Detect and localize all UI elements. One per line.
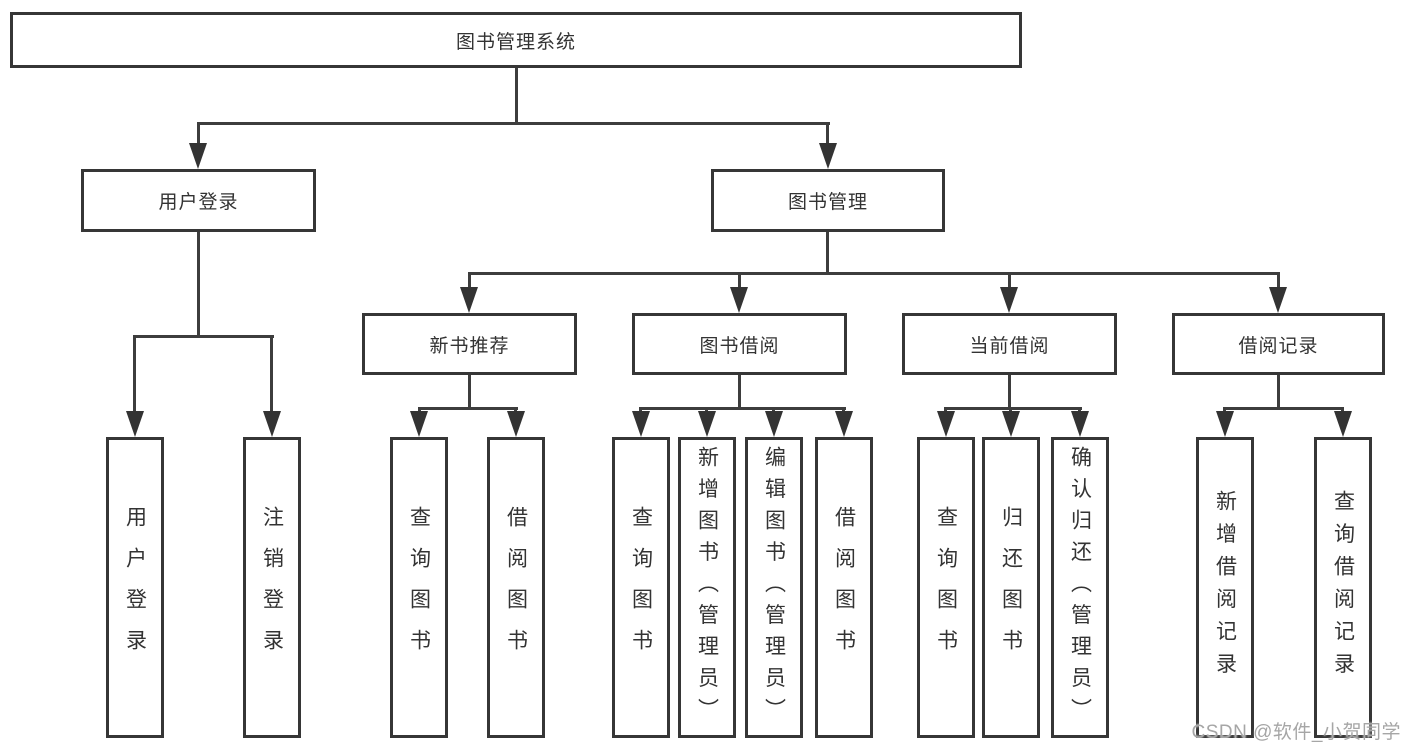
node-label: 借阅记录: [1238, 335, 1319, 357]
edge-to-leaf: [270, 335, 273, 413]
leaf-label: 归还图书: [999, 505, 1023, 670]
node-book-management-label: 图书管理: [787, 192, 868, 213]
edge-to-section: [1008, 272, 1011, 289]
arrow-down-icon: [835, 411, 853, 437]
node-label: 图书借阅: [699, 335, 780, 357]
arrow-down-icon: [819, 143, 837, 169]
node-user-login: 用户登录: [81, 169, 316, 232]
edge-to-section: [1277, 272, 1280, 289]
leaf-return-books: 归还图书: [982, 437, 1040, 738]
edge-to-leaf: [772, 407, 775, 413]
edge-user-login-branch: [134, 335, 274, 338]
arrow-down-icon: [263, 411, 281, 437]
arrow-down-icon: [507, 411, 525, 437]
edge-to-book-management: [826, 122, 829, 145]
edge-to-leaf: [418, 407, 421, 413]
arrow-down-icon: [189, 143, 207, 169]
leaf-edit-books-admin: 编辑图书（管理员）: [745, 437, 803, 738]
arrow-down-icon: [765, 411, 783, 437]
edge-to-leaf: [639, 407, 642, 413]
leaf-label: 用户登录: [123, 505, 147, 670]
edge-section-branch: [944, 407, 1082, 410]
node-borrowing-records: 借阅记录: [1172, 313, 1385, 375]
arrow-down-icon: [698, 411, 716, 437]
edge-to-leaf: [514, 407, 517, 413]
node-label: 新书推荐: [429, 335, 510, 357]
leaf-borrow-books: 借阅图书: [815, 437, 873, 738]
edge-to-user-login: [197, 122, 200, 145]
edge-to-leaf: [705, 407, 708, 413]
arrow-down-icon: [410, 411, 428, 437]
leaf-query-books-recommend: 查询图书: [390, 437, 448, 738]
edge-to-leaf: [1341, 407, 1344, 413]
edge-to-leaf: [1078, 407, 1081, 413]
edge-book-management-stem: [826, 232, 829, 272]
edge-to-leaf: [1223, 407, 1226, 413]
node-root: 图书管理系统: [10, 12, 1022, 68]
edge-book-management-branch: [468, 272, 1280, 275]
arrow-down-icon: [1071, 411, 1089, 437]
edge-to-leaf: [133, 335, 136, 413]
node-new-book-recommendation: 新书推荐: [362, 313, 577, 375]
arrow-down-icon: [460, 287, 478, 313]
edge-root-stem: [515, 68, 518, 122]
leaf-label: 借阅图书: [832, 505, 856, 670]
leaf-label: 确认归还（管理员）: [1068, 445, 1092, 730]
leaf-label: 查询图书: [629, 505, 653, 670]
node-book-management: 图书管理: [711, 169, 945, 232]
leaf-label: 新增图书（管理员）: [695, 445, 719, 730]
leaf-query-books-borrowing: 查询图书: [612, 437, 670, 738]
leaf-label: 借阅图书: [504, 505, 528, 670]
leaf-label: 查询借阅记录: [1331, 489, 1355, 686]
edge-to-section: [468, 272, 471, 289]
leaf-add-books-admin: 新增图书（管理员）: [678, 437, 736, 738]
edge-to-leaf: [842, 407, 845, 413]
edge-section-stem: [1277, 375, 1280, 407]
edge-section-branch: [1223, 407, 1343, 410]
edge-to-leaf: [944, 407, 947, 413]
leaf-logout: 注销登录: [243, 437, 301, 738]
leaf-query-borrow-record: 查询借阅记录: [1314, 437, 1372, 738]
arrow-down-icon: [1269, 287, 1287, 313]
node-label: 当前借阅: [969, 335, 1050, 357]
edge-section-stem: [468, 375, 471, 407]
edge-section-stem: [738, 375, 741, 407]
leaf-confirm-return-admin: 确认归还（管理员）: [1051, 437, 1109, 738]
node-current-borrowing: 当前借阅: [902, 313, 1117, 375]
edge-to-leaf: [1009, 407, 1012, 413]
edge-section-branch: [418, 407, 518, 410]
leaf-label: 查询图书: [934, 505, 958, 670]
node-book-borrowing: 图书借阅: [632, 313, 847, 375]
arrow-down-icon: [1000, 287, 1018, 313]
edge-section-stem: [1008, 375, 1011, 407]
leaf-query-books-current: 查询图书: [917, 437, 975, 738]
node-root-label: 图书管理系统: [455, 31, 576, 53]
leaf-user-login: 用户登录: [106, 437, 164, 738]
arrow-down-icon: [632, 411, 650, 437]
leaf-label: 新增借阅记录: [1213, 489, 1237, 686]
arrow-down-icon: [1334, 411, 1352, 437]
node-user-login-label: 用户登录: [158, 192, 239, 213]
leaf-label: 查询图书: [407, 505, 431, 670]
arrow-down-icon: [1002, 411, 1020, 437]
watermark: CSDN @软件_小贺同学: [1191, 722, 1401, 743]
arrow-down-icon: [730, 287, 748, 313]
arrow-down-icon: [126, 411, 144, 437]
leaf-label: 编辑图书（管理员）: [762, 445, 786, 730]
arrow-down-icon: [937, 411, 955, 437]
edge-root-branch: [197, 122, 830, 125]
leaf-borrow-books-recommend: 借阅图书: [487, 437, 545, 738]
edge-section-branch: [639, 407, 846, 410]
edge-to-section: [738, 272, 741, 289]
leaf-add-borrow-record: 新增借阅记录: [1196, 437, 1254, 738]
edge-user-login-stem: [197, 232, 200, 335]
leaf-label: 注销登录: [260, 505, 284, 670]
arrow-down-icon: [1216, 411, 1234, 437]
